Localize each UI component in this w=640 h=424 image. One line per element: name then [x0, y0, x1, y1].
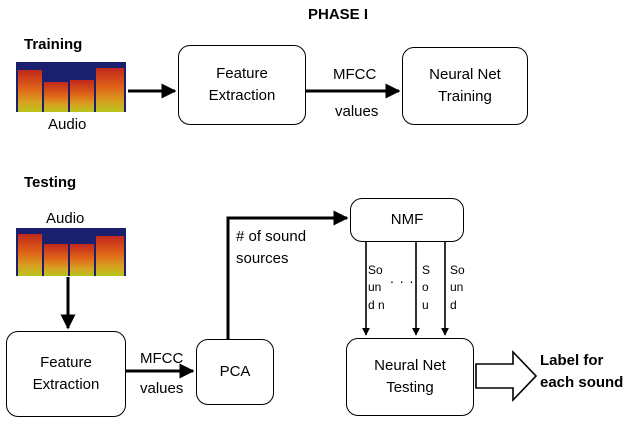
- pca-box: PCA: [196, 339, 274, 405]
- training-neural-net-box: Neural Net Training: [402, 47, 528, 125]
- spectrogram-icon: [16, 228, 126, 276]
- testing-mfcc-label: MFCC: [140, 350, 184, 367]
- sound-sources-label: # of sound sources: [236, 228, 307, 267]
- output-block-arrow: [475, 350, 538, 402]
- testing-heading: Testing: [24, 174, 77, 191]
- nmf-box: NMF: [350, 198, 464, 242]
- testing-neural-net-box: Neural Net Testing: [346, 338, 474, 416]
- sound-label-1: So un d n: [368, 263, 385, 312]
- testing-audio-spectrogram: [16, 228, 126, 276]
- phase-title: PHASE I: [308, 6, 369, 23]
- training-audio-spectrogram: [16, 62, 126, 112]
- sound-label-2: S o u: [422, 263, 431, 312]
- training-heading: Training: [24, 36, 83, 53]
- training-values-label: values: [335, 103, 379, 120]
- training-mfcc-label: MFCC: [333, 66, 377, 83]
- output-label: Label for each sound: [540, 352, 624, 391]
- testing-values-label: values: [140, 380, 184, 397]
- arrow-pca-to-nmf: [226, 210, 349, 339]
- testing-feature-extraction-box: Feature Extraction: [6, 331, 126, 417]
- sound-label-3: So un d: [450, 263, 465, 312]
- spectrogram-icon: [16, 62, 126, 112]
- ellipsis-label: . . .: [390, 270, 415, 286]
- testing-audio-label: Audio: [46, 210, 85, 227]
- training-audio-label: Audio: [48, 116, 87, 133]
- training-feature-extraction-box: Feature Extraction: [178, 45, 306, 125]
